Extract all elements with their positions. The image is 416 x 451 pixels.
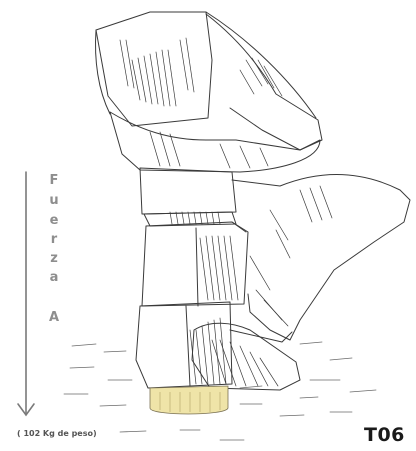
force-label-letter: z [47, 252, 61, 265]
cylinder-base [150, 386, 228, 414]
torso-outline [96, 12, 212, 126]
seat-outline [110, 112, 320, 172]
force-label-letter: e [47, 214, 61, 227]
figure-code: T06 [364, 424, 405, 446]
force-label-letter: a [47, 271, 61, 284]
weight-note: ( 102 Kg de peso) [17, 429, 97, 438]
force-label-letter: r [47, 233, 61, 246]
leg-outline [232, 174, 410, 340]
force-label-letter: F [47, 174, 61, 187]
lower-block [136, 302, 232, 388]
down-arrow-icon [18, 172, 34, 415]
thigh-block [140, 168, 236, 214]
force-label-letter: A [47, 311, 61, 324]
arm-outline [206, 14, 322, 150]
torso-hatching [120, 38, 194, 106]
middle-block [142, 222, 248, 306]
force-label-letter: u [47, 194, 61, 207]
